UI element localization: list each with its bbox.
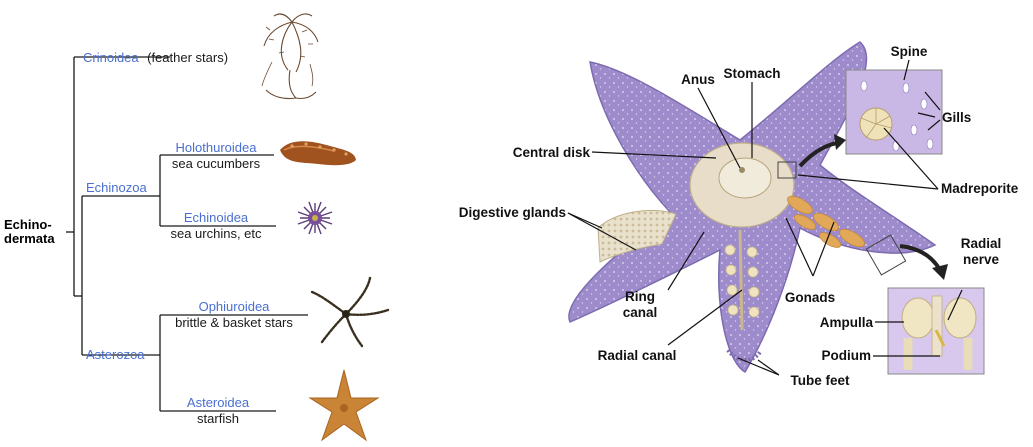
- root-label-line2: dermata: [4, 231, 55, 246]
- ampulla-label: Ampulla: [820, 315, 874, 330]
- gills-label: Gills: [942, 110, 971, 125]
- echinoidea-common: sea urchins, etc: [170, 226, 262, 241]
- ring-canal-label-line2: canal: [623, 305, 658, 320]
- inset-tube-foot: [888, 288, 984, 374]
- inset-arrowhead-1: [834, 134, 846, 150]
- root-label-line1: Echino-: [4, 217, 52, 232]
- asteroidea-name: Asteroidea: [187, 395, 250, 410]
- echinozoa-label: Echinozoa: [86, 180, 147, 195]
- ophiuroidea-common: brittle & basket stars: [175, 315, 293, 330]
- inset-madreporite: [846, 70, 942, 154]
- sea-cucumber-image: [280, 141, 356, 165]
- crinoidea-label: Crinoidea (feather stars): [83, 49, 228, 66]
- inset-arrowhead-2: [932, 264, 948, 280]
- feather-star-image: [262, 14, 318, 99]
- radial-nerve-label-line2: nerve: [963, 252, 1000, 267]
- tube-feet-label: Tube feet: [790, 373, 850, 388]
- radial-nerve-label-line1: Radial: [961, 236, 1002, 251]
- radial-canal-label: Radial canal: [598, 348, 677, 363]
- echinoidea-name: Echinoidea: [184, 210, 249, 225]
- anus-label: Anus: [681, 72, 715, 87]
- holothuroidea-name: Holothuroidea: [176, 140, 258, 155]
- starfish-anatomy-diagram: Anus Stomach Spine Gills Central disk Ma…: [459, 42, 1019, 388]
- central-disk-label: Central disk: [513, 145, 591, 160]
- stomach-shape: [719, 158, 771, 198]
- stomach-label: Stomach: [723, 66, 780, 81]
- ring-canal-label-line1: Ring: [625, 289, 655, 304]
- asteroidea-common: starfish: [197, 411, 239, 426]
- starfish-image: [310, 370, 378, 440]
- crinoidea-common: (feather stars): [147, 50, 228, 65]
- phylogenetic-tree: Echino- dermata Crinoidea (feather stars…: [4, 14, 388, 440]
- madreporite-label: Madreporite: [941, 181, 1019, 196]
- holothuroidea-common: sea cucumbers: [172, 156, 261, 171]
- sea-urchin-image: [298, 202, 332, 234]
- podium-label: Podium: [822, 348, 872, 363]
- digestive-glands-label: Digestive glands: [459, 205, 566, 220]
- spine-label: Spine: [891, 44, 928, 59]
- ophiuroidea-name: Ophiuroidea: [199, 299, 271, 314]
- radial-canal-shape: [740, 230, 742, 330]
- gonads-label: Gonads: [785, 290, 835, 305]
- crinoidea-name: Crinoidea: [83, 50, 139, 65]
- asterozoa-label: Asterozoa: [86, 347, 145, 362]
- brittle-star-image: [312, 278, 388, 346]
